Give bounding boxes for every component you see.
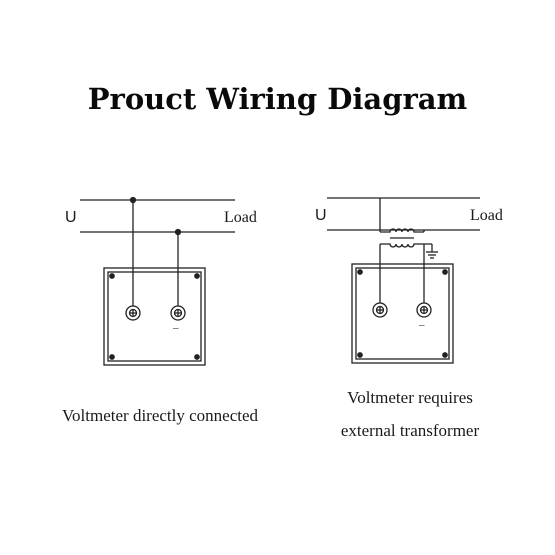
left-voltage-label: U xyxy=(65,209,77,226)
right-meter-outer xyxy=(351,263,454,364)
right-transformer xyxy=(380,228,432,248)
left-terminal-1 xyxy=(125,305,141,321)
left-terminal-2 xyxy=(170,305,186,321)
right-meter-screw xyxy=(357,269,363,275)
caption-right-line2: external transformer xyxy=(340,421,480,440)
left-meter-screw xyxy=(194,354,200,360)
page-title: Prouct Wiring Diagram xyxy=(87,82,468,116)
left-meter-outer xyxy=(103,267,206,366)
right-meter-inner xyxy=(355,267,450,360)
left-terminal-sign: – xyxy=(172,322,179,334)
left-meter-inner xyxy=(107,271,202,362)
right-load-label: Load xyxy=(470,207,503,224)
right-transformer-primary xyxy=(380,228,424,233)
right-terminal-2 xyxy=(416,302,432,318)
right-meter-screw xyxy=(442,352,448,358)
left-diagram xyxy=(80,196,235,366)
right-voltage-label: U xyxy=(315,207,327,224)
caption-right-line1: Voltmeter requires xyxy=(347,388,473,407)
ground-icon xyxy=(426,244,438,259)
right-meter xyxy=(351,263,454,364)
left-meter-screw xyxy=(194,273,200,279)
right-terminal-1 xyxy=(372,302,388,318)
right-meter-screw xyxy=(442,269,448,275)
right-meter-screw xyxy=(357,352,363,358)
left-meter xyxy=(103,267,206,366)
left-meter-screw xyxy=(109,273,115,279)
right-terminal-sign: – xyxy=(418,319,425,331)
left-load-label: Load xyxy=(224,209,257,226)
caption-left: Voltmeter directly connected xyxy=(61,406,259,425)
right-transformer-secondary xyxy=(380,243,432,248)
left-meter-screw xyxy=(109,354,115,360)
right-diagram xyxy=(327,197,480,364)
